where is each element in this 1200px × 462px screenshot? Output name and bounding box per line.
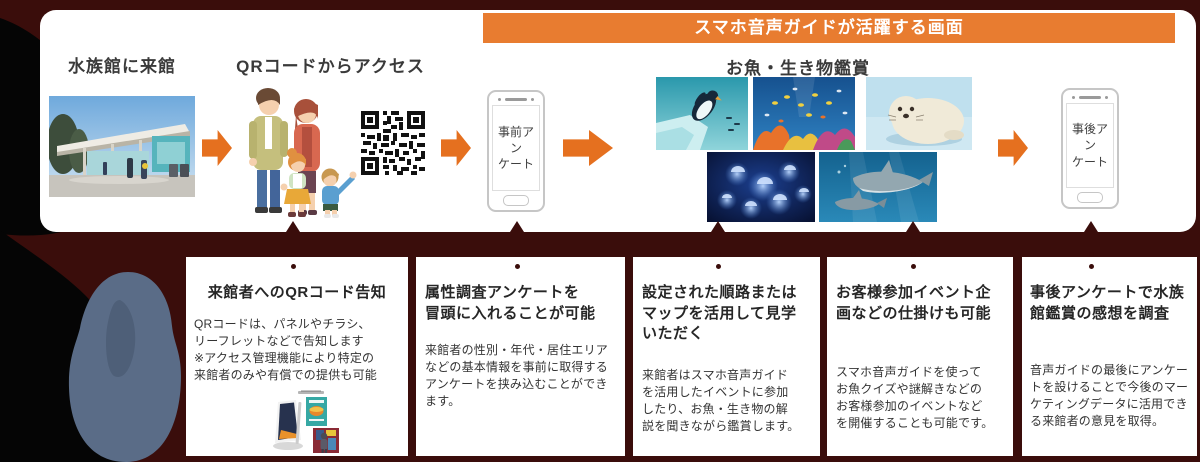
infobox-title: お客様参加イベント企 画などの仕掛けも可能 [836,284,992,322]
flow-panel [40,10,1196,232]
qr-promo-signboard-illustration [266,390,358,459]
infobox-title: 設定された順路または マップを活用して見学 いただく [642,284,798,343]
connector-arrow-up-icon [711,221,725,232]
phone-home-button-icon [503,195,529,206]
infobox-title: 来館者へのQRコード告知 [207,284,387,301]
jellyfish-tank-photo [707,152,815,222]
family-visitors-illustration [240,83,358,218]
infobox-body: 来館者の性別・年代・居住エリア などの基本情報を事前に取得する アンケートを挟み… [425,343,609,409]
coral-reef-fish-photo [753,77,855,150]
step-title-qr-access: QRコードからアクセス [236,57,425,76]
infobox-body: スマホ音声ガイドを使って お魚クイズや謎解きなどの お客様参加のイベントなど を… [836,365,994,431]
step-title-arrival: 水族館に来館 [68,57,176,76]
connector-dot [291,264,296,269]
pre-survey-label: 事前アン ケート [497,124,534,172]
banner-label: スマホ音声ガイドが活躍する画面 [694,18,964,37]
infobox-title: 事後アンケートで水族 館鑑賞の感想を調査 [1030,284,1185,322]
phone-home-button-icon [1077,192,1103,203]
infobox-title: 属性調査アンケートを 冒頭に入れることが可能 [425,284,596,322]
phone-speaker-icon [1072,96,1108,99]
shark-tank-photo [819,152,937,222]
connector-dot [291,252,296,257]
post-survey-phone: 事後アン ケート [1061,88,1119,209]
connector-arrow-up-icon [510,221,524,232]
banner: スマホ音声ガイドが活躍する画面 [483,13,1175,43]
step-title-watching: お魚・生き物鑑賞 [726,59,870,78]
connector-arrow-up-icon [906,221,920,232]
aquarium-entrance-photo [49,96,195,197]
connector-dot [515,252,520,257]
connector-dot [716,264,721,269]
infobox-body: QRコードは、パネルやチラシ、 リーフレットなどで告知します ※アクセス管理機能… [194,316,378,382]
connector-dot [911,252,916,257]
post-survey-label: 事後アン ケート [1071,122,1108,169]
penguin-tank-photo [656,77,748,150]
infobox-attribute-survey: 属性調査アンケートを 冒頭に入れることが可能 来館者の性別・年代・居住エリア な… [416,257,625,456]
infobox-body: 音声ガイドの最後にアンケー トを設けることで今後のマー ケティングデータに活用で… [1030,363,1189,429]
infobox-qr-announcement: 来館者へのQRコード告知 QRコードは、パネルやチラシ、 リーフレットなどで告知… [186,257,408,456]
connector-dot [515,264,520,269]
qr-code [358,108,428,178]
connector-arrow-up-icon [286,221,300,232]
infobox-route-map: 設定された順路または マップを活用して見学 いただく 来館者はスマホ音声ガイド … [633,257,820,456]
infobox-post-survey: 事後アンケートで水族 館鑑賞の感想を調査 音声ガイドの最後にアンケー トを設ける… [1022,257,1197,456]
connector-dot [1089,264,1094,269]
phone-screen: 事後アン ケート [1066,103,1114,188]
connector-dot [1089,252,1094,257]
phone-speaker-icon [498,98,534,101]
connector-arrow-up-icon [1084,221,1098,232]
seal-photo [866,77,972,150]
infobox-event-plan: お客様参加イベント企 画などの仕掛けも可能 スマホ音声ガイドを使って お魚クイズ… [827,257,1013,456]
infobox-body: 来館者はスマホ音声ガイド を活用したイベントに参加 したり、お魚・生き物の解 説… [642,368,800,434]
connector-dot [716,252,721,257]
connector-dot [911,264,916,269]
pre-survey-phone: 事前アン ケート [487,90,545,212]
phone-screen: 事前アン ケート [492,105,540,191]
